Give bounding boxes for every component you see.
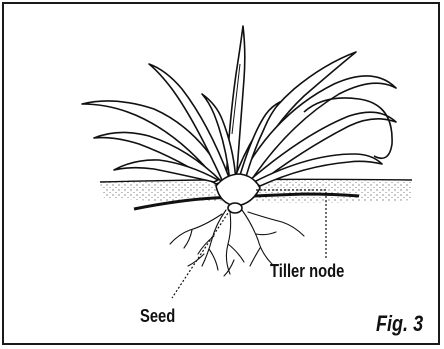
figure-caption: Fig. 3 xyxy=(376,311,423,337)
seed-leader xyxy=(172,210,230,298)
seed-label: Seed xyxy=(140,306,175,327)
plant-diagram xyxy=(4,4,440,345)
tiller-node-label: Tiller node xyxy=(270,261,344,282)
figure-frame: Tiller node Seed Fig. 3 xyxy=(2,2,440,345)
